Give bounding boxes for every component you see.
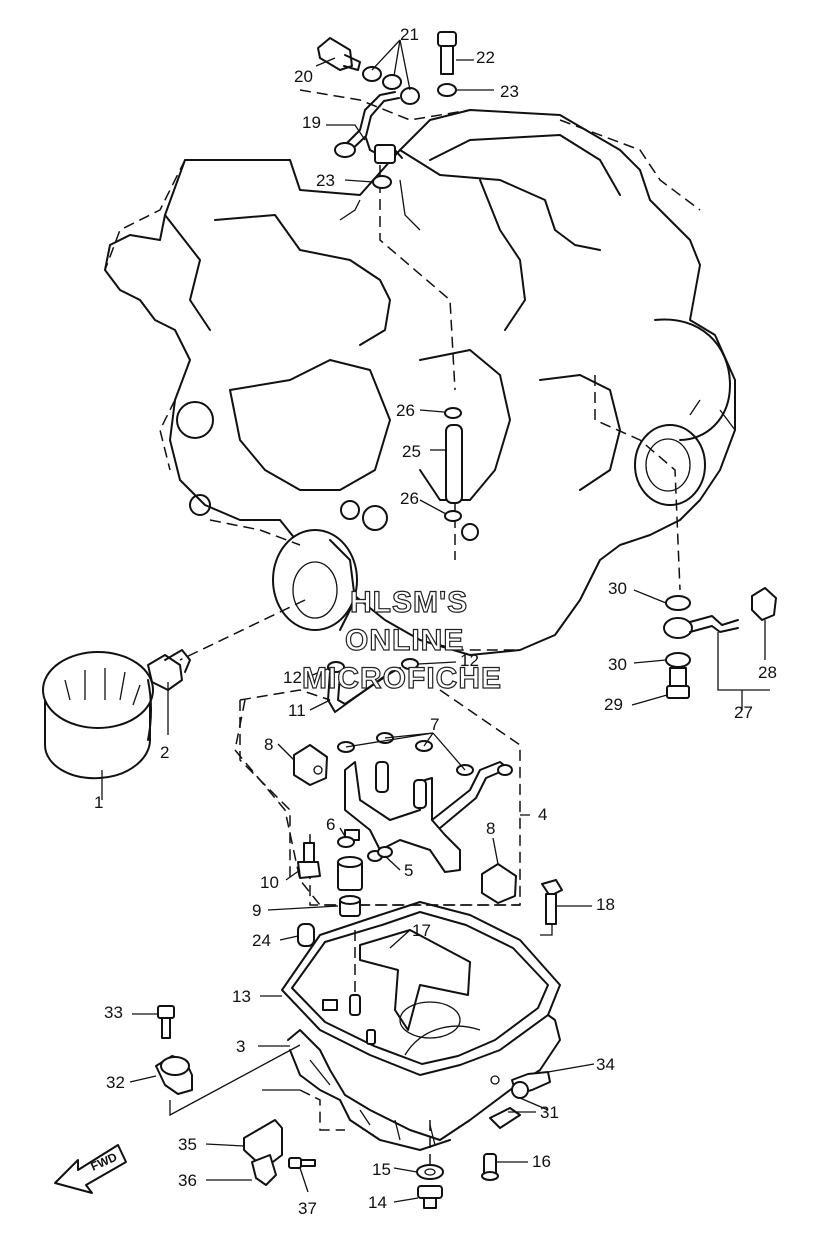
fitting-2 — [147, 649, 191, 691]
o-rings-7 — [337, 732, 474, 776]
baffle-plate-17 — [359, 929, 471, 1031]
callout-labels: 21 22 20 23 19 23 26 25 26 30 28 30 29 2… — [94, 25, 777, 1218]
washers-21 — [362, 66, 420, 105]
watermark-line-1: HLSM'S — [350, 586, 468, 619]
bolt-10 — [297, 842, 321, 879]
block-8-left — [293, 744, 328, 786]
callout-36: 36 — [178, 1171, 197, 1190]
watermark-line-2: ONLINE — [345, 624, 464, 657]
callout-26-bottom: 26 — [400, 489, 419, 508]
callout-23-top: 23 — [500, 82, 519, 101]
bracket-34 — [511, 1071, 551, 1099]
callout-2: 2 — [160, 743, 169, 762]
callout-29: 29 — [604, 695, 623, 714]
callout-4: 4 — [538, 805, 547, 824]
union-bolt-20 — [317, 37, 361, 71]
callout-7: 7 — [430, 715, 439, 734]
callout-35: 35 — [178, 1135, 197, 1154]
callout-33: 33 — [104, 1003, 123, 1022]
engine-hidden-lines — [104, 89, 701, 651]
bolt-33 — [157, 1005, 175, 1039]
callout-13: 13 — [232, 987, 251, 1006]
assembly-box-4 — [234, 699, 520, 906]
oil-delivery-pipe-19 — [334, 91, 403, 164]
callout-10: 10 — [260, 873, 279, 892]
bolt-18 — [541, 879, 563, 925]
callout-28: 28 — [758, 663, 777, 682]
callout-18: 18 — [596, 895, 615, 914]
callout-24: 24 — [252, 931, 271, 950]
callout-9: 9 — [252, 901, 261, 920]
cover-32 — [155, 1055, 193, 1095]
screw-37 — [288, 1157, 316, 1169]
oil-filter-1 — [42, 651, 154, 780]
oil-pan-3 — [287, 994, 561, 1151]
callout-12-left: 12 — [283, 668, 302, 687]
callout-22: 22 — [476, 48, 495, 67]
callout-32: 32 — [106, 1073, 125, 1092]
collar-9 — [337, 856, 363, 917]
callout-6: 6 — [326, 815, 335, 834]
callout-30-bottom: 30 — [608, 655, 627, 674]
callout-23-mid: 23 — [316, 171, 335, 190]
callout-14: 14 — [368, 1193, 387, 1212]
clip-36 — [251, 1154, 277, 1186]
fwd-arrow-icon: FWD — [54, 1144, 127, 1194]
plug-24 — [297, 923, 315, 947]
oil-hose-assembly-27 — [663, 595, 739, 699]
callout-8-right: 8 — [486, 819, 495, 838]
callout-19: 19 — [302, 113, 321, 132]
o-ring-6 — [337, 836, 355, 848]
block-8-right — [481, 863, 517, 904]
callout-21: 21 — [400, 25, 419, 44]
callout-30-top: 30 — [608, 579, 627, 598]
callout-8-left: 8 — [264, 735, 273, 754]
pipe-25 — [444, 407, 463, 522]
pipe-11 — [327, 658, 419, 713]
callout-16: 16 — [532, 1152, 551, 1171]
callout-20: 20 — [294, 67, 313, 86]
callout-1: 1 — [94, 793, 103, 812]
callout-11: 11 — [288, 701, 306, 720]
callout-31: 31 — [540, 1103, 559, 1122]
pump-body — [344, 761, 513, 873]
leader-lines — [101, 39, 770, 1203]
callout-26-top: 26 — [396, 401, 415, 420]
callout-27: 27 — [734, 703, 753, 722]
cap-28 — [751, 587, 777, 621]
bolt-16 — [481, 1153, 499, 1181]
engine-crankcase — [104, 109, 736, 656]
plate-31 — [489, 1107, 521, 1129]
watermark: HLSM'S ONLINE MICROFICHE — [301, 585, 502, 695]
gasket-15 — [416, 1164, 444, 1180]
callout-37: 37 — [298, 1199, 317, 1218]
callout-3: 3 — [236, 1037, 245, 1056]
oil-pan-gasket-13 — [281, 901, 561, 1076]
bracket-35 — [243, 1119, 283, 1169]
callout-12-right: 12 — [460, 651, 479, 670]
callout-25: 25 — [402, 442, 421, 461]
callout-17: 17 — [412, 921, 431, 940]
callout-15: 15 — [372, 1160, 391, 1179]
part-5 — [367, 846, 393, 862]
callout-5: 5 — [404, 861, 413, 880]
watermark-line-3: MICROFICHE — [302, 662, 502, 695]
union-bolt-22 — [437, 31, 457, 75]
callout-34: 34 — [596, 1055, 615, 1074]
drain-plug-14 — [417, 1185, 443, 1209]
